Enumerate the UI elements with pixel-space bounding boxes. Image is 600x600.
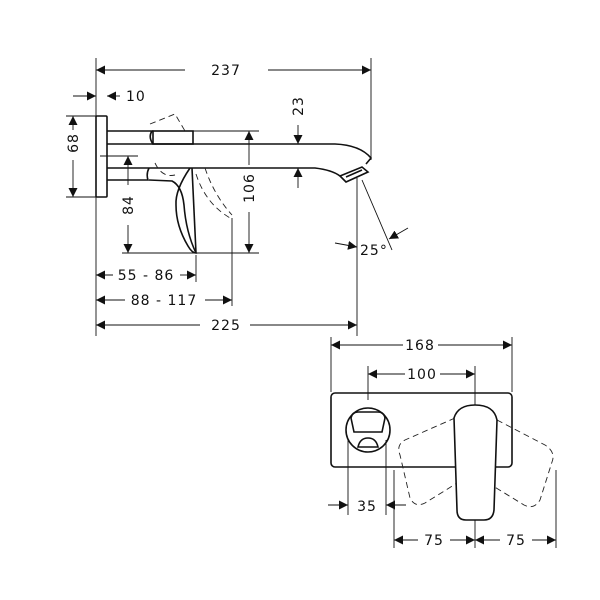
front-view: 168 100 35 75 75 [328,337,557,549]
dim-knob-diameter: 35 [357,499,377,515]
wall-plate [95,115,108,198]
dim-center-distance: 100 [407,367,437,383]
dim-lever-reach: 55 - 86 [118,268,175,284]
dim-plate-thickness: 10 [126,89,146,105]
wall-plate-front [330,392,513,468]
dim-overall-height: 106 [242,173,258,203]
dim-lever-open-reach: 88 - 117 [131,293,198,309]
handle-rotated-outline [398,417,554,508]
aerator-front [350,411,386,448]
housing [107,130,154,181]
dim-swing-right: 75 [506,533,526,549]
handle [453,404,498,521]
dim-outlet-reach: 225 [211,318,241,334]
dim-plate-height: 68 [66,133,82,153]
lever-open-outline [149,113,233,220]
aerator [338,166,370,183]
dim-spout-height: 23 [291,96,307,116]
dim-lever-height: 84 [121,195,137,215]
dim-plate-width: 168 [405,338,435,354]
dim-total-length: 237 [211,63,241,79]
dim-spray-angle: 25° [360,243,388,259]
side-view: 237 10 68 84 106 23 55 - 86 88 - 117 225 [66,58,409,336]
spout [107,143,373,177]
lever-top [152,130,194,145]
spout-knob [345,407,391,453]
dim-swing-left: 75 [424,533,444,549]
lever [148,167,198,254]
